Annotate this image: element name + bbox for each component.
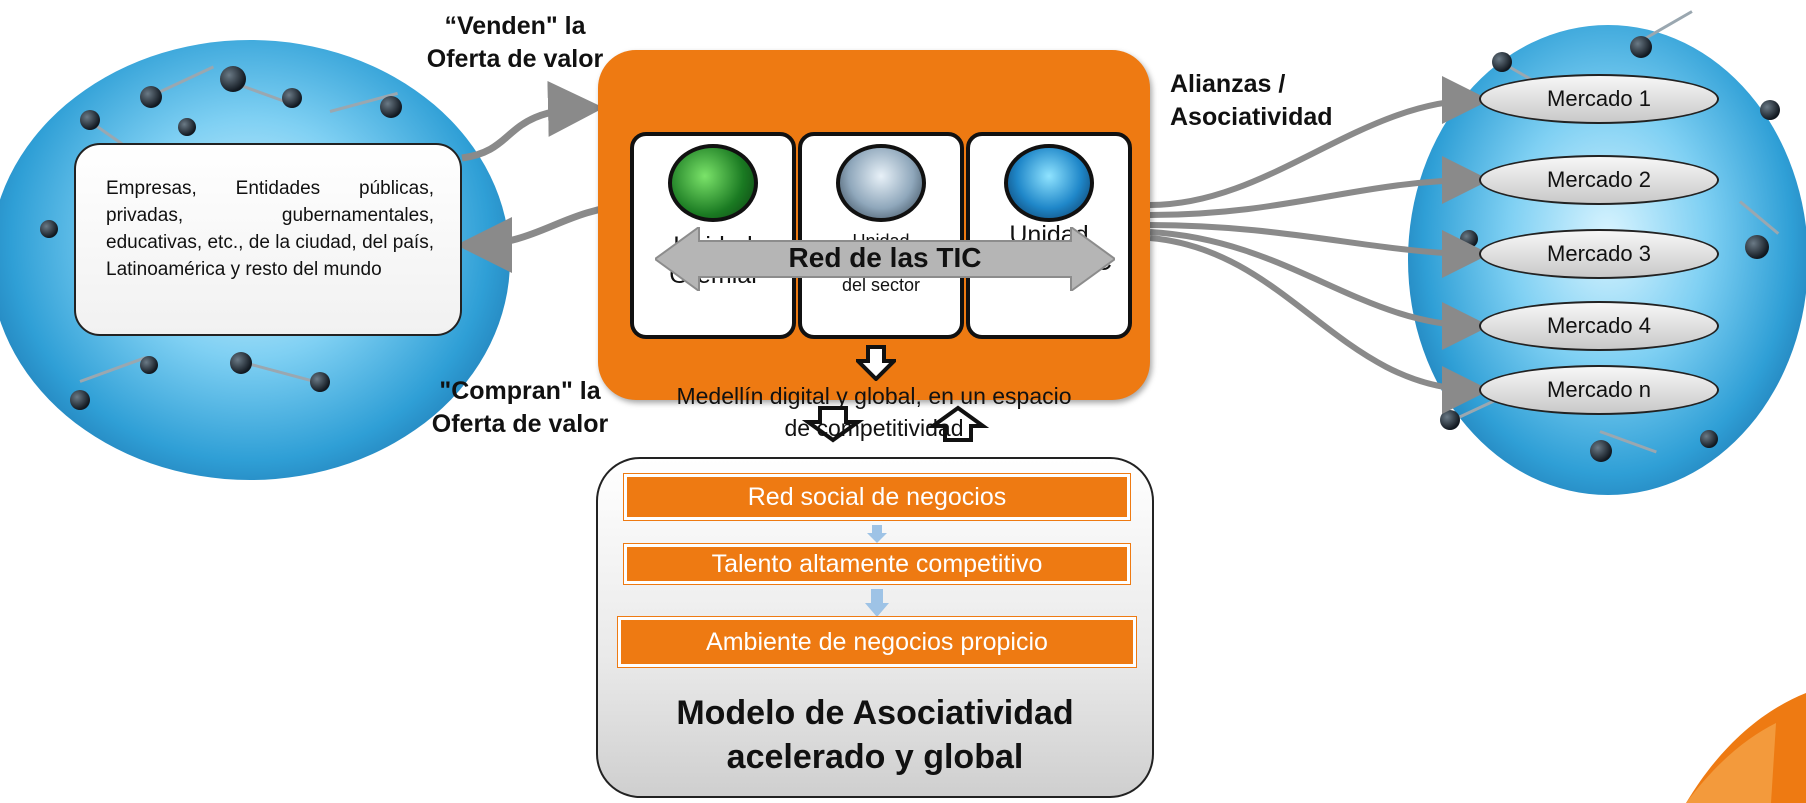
up-arrow xyxy=(926,405,990,442)
bar-connector-arrow xyxy=(865,589,889,617)
bar-talento: Talento altamente competitivo xyxy=(624,544,1130,584)
venden-connector xyxy=(461,80,604,162)
molecule-atom xyxy=(380,96,402,118)
unit-card-gremial: Unidad Gremial xyxy=(630,132,796,339)
molecule-atom xyxy=(1440,410,1460,430)
mercado-2-connector xyxy=(1149,156,1490,218)
molecule-atom xyxy=(70,390,90,410)
mercado-1: Mercado 1 xyxy=(1479,74,1719,124)
inner-down-arrow xyxy=(856,345,896,381)
molecule-atom xyxy=(282,88,302,108)
molecule-atom xyxy=(40,220,58,238)
red-tic-double-arrow xyxy=(655,227,1115,291)
molecule-atom xyxy=(1760,100,1780,120)
cluster-image xyxy=(1004,144,1094,222)
mercado-3-connector xyxy=(1149,222,1490,278)
molecule-atom xyxy=(80,110,100,130)
main-orange-box: Unidad Gremial Unidad Fortalecimiento de… xyxy=(598,50,1150,441)
molecule-atom xyxy=(1492,52,1512,72)
red-tic-label: Red de las TIC xyxy=(788,242,982,273)
down-arrow xyxy=(801,406,865,443)
molecule-atom xyxy=(1590,440,1612,462)
bar-ambiente: Ambiente de negocios propicio xyxy=(618,617,1136,667)
molecule-atom xyxy=(310,372,330,392)
mercado-4-connector xyxy=(1149,229,1490,350)
gremial-image xyxy=(668,144,758,222)
molecule-atom xyxy=(220,66,246,92)
molecule-atom xyxy=(140,356,158,374)
molecule-atom xyxy=(140,86,162,108)
main-caption: Medellín digital y global, en un espacio… xyxy=(676,383,1072,441)
corner-decoration xyxy=(1686,693,1806,803)
molecule-atom xyxy=(178,118,196,136)
fortalecimiento-image xyxy=(836,144,926,222)
molecule-atom xyxy=(1700,430,1718,448)
mercado-n: Mercado n xyxy=(1479,365,1719,415)
mercado-n-connector xyxy=(1149,235,1490,414)
bar-connector-arrow xyxy=(867,525,887,543)
entities-box: Empresas, Entidades públicas, privadas, … xyxy=(74,143,462,336)
mercado-2: Mercado 2 xyxy=(1479,155,1719,205)
molecule-atom xyxy=(230,352,252,374)
molecule-atom xyxy=(1630,36,1652,58)
molecule-atom xyxy=(1745,235,1769,259)
bar-red-social: Red social de negocios xyxy=(624,474,1130,520)
mercado-4: Mercado 4 xyxy=(1479,301,1719,351)
mercado-1-connector xyxy=(1149,76,1490,208)
model-box: Red social de negocios Talento altamente… xyxy=(596,457,1154,798)
model-title: Modelo de Asociatividad acelerado y glob… xyxy=(676,694,1074,776)
compran-label: "Compran" la Oferta de valor xyxy=(431,377,609,438)
alianzas-label: Alianzas / Asociatividad xyxy=(1170,70,1333,131)
mercado-3: Mercado 3 xyxy=(1479,229,1719,279)
venden-label: “Venden" la Oferta de valor xyxy=(426,12,604,73)
unit-card-fortalecimiento: Unidad Fortalecimiento del sector xyxy=(798,132,964,339)
